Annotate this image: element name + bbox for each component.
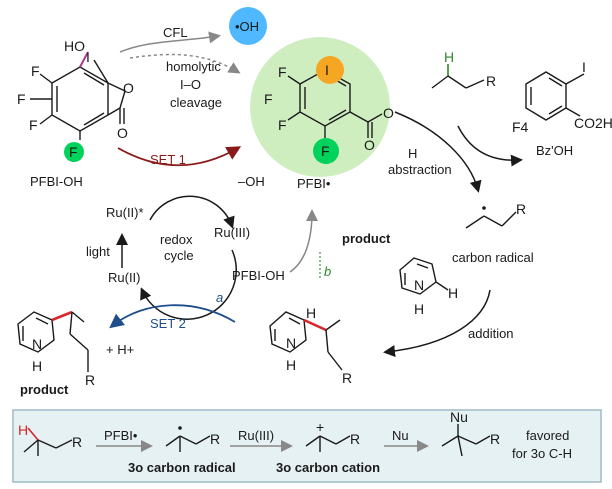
nu-product — [441, 424, 491, 457]
hydrogen-label: H — [414, 301, 424, 317]
r-group-label: R — [516, 201, 526, 217]
redox-arc-top — [149, 195, 235, 229]
ortho-fluorine-highlight — [64, 142, 84, 162]
hydroxyl-radical-label: •OH — [235, 19, 259, 34]
cfl-label: CFL — [163, 25, 188, 40]
cation-plus: + — [316, 419, 324, 435]
pfbi-oh-molecule — [30, 51, 126, 162]
iodine-highlight — [316, 56, 344, 84]
tertiary-cation — [305, 435, 351, 452]
bzoh-label: Bz'OH — [536, 143, 573, 158]
hydrogen-label: H — [32, 358, 42, 374]
cycle-label: cycle — [164, 248, 194, 263]
oxygen-label: O — [123, 80, 134, 96]
hydrogen-label: H — [286, 357, 296, 373]
cation-3-label: 3o carbon cation — [276, 460, 380, 475]
fluorine-label: F — [31, 63, 40, 79]
nitrogen-label: N — [286, 335, 296, 351]
carbon-radical-molecule — [465, 206, 517, 229]
pyridinium-molecule — [399, 257, 449, 295]
r-group-label: R — [486, 73, 496, 89]
addition-arrow — [383, 289, 491, 357]
cfl-arrow — [119, 31, 221, 53]
tertiary-radical — [165, 426, 211, 452]
bzoh-molecule — [525, 71, 585, 121]
co2h-label: CO2H — [574, 115, 612, 131]
f4-label: F4 — [512, 119, 529, 135]
set2-arrow — [109, 304, 236, 329]
light-label: light — [86, 244, 110, 259]
tertiary-alkane — [23, 427, 73, 456]
oxygen-label: O — [364, 137, 375, 153]
hydrogen-label: H — [448, 285, 458, 301]
io-label: I–O — [180, 77, 201, 92]
r-group-label: R — [490, 431, 500, 447]
ortho-fluorine-highlight-2 — [313, 138, 339, 164]
iodine-label: I — [86, 49, 90, 65]
hydrogen-label: H — [18, 422, 28, 438]
set1-label: SET 1 — [150, 152, 186, 167]
pathway-b-arrow — [289, 209, 318, 273]
fluorine-label: F — [17, 91, 26, 107]
nu-box-label: Nu — [392, 428, 409, 443]
label-a: a — [216, 290, 223, 305]
nitrogen-label: N — [32, 336, 42, 352]
hydroxide-label: –OH — [238, 174, 265, 189]
fluorine-label: F — [29, 117, 38, 133]
redox-label: redox — [160, 232, 193, 247]
r-group-label: R — [342, 370, 352, 386]
fluorine-label: F — [278, 64, 287, 80]
homolytic-label: homolytic — [166, 59, 221, 74]
r-group-label: R — [210, 431, 220, 447]
pfbi-box-label: PFBI• — [104, 428, 138, 443]
radical-3-label: 3o carbon radical — [128, 460, 236, 475]
product-b-label: product — [342, 231, 391, 246]
set2-label: SET 2 — [150, 316, 186, 331]
iodine-label: I — [582, 59, 586, 75]
cleavage-label: cleavage — [170, 95, 222, 110]
favored-label-1: favored — [526, 428, 569, 443]
carbon-radical-label: carbon radical — [452, 250, 534, 265]
homolysis-arrow — [129, 53, 241, 74]
ru-ii-label: Ru(II) — [108, 270, 141, 285]
plus-h-label: + H+ — [106, 342, 134, 357]
pfbi-oh-b-label: PFBI-OH — [232, 268, 285, 283]
oxygen-label: O — [383, 105, 394, 121]
fluorine-label: F — [69, 144, 78, 160]
fluorine-label: F — [278, 117, 287, 133]
set1-arrow — [117, 146, 242, 167]
label-b: b — [324, 264, 331, 279]
hydrogen-label: H — [306, 305, 316, 321]
ho-label: HO — [64, 38, 85, 54]
favored-label-2: for 3o C-H — [512, 446, 572, 461]
product-molecule — [17, 310, 89, 372]
r-group-label: R — [72, 434, 82, 450]
addition-label: addition — [468, 326, 514, 341]
ru-ii-star-label: Ru(II)* — [106, 205, 144, 220]
bzoh-release-arrow — [457, 125, 523, 167]
pfbi-radical-label: PFBI• — [297, 176, 331, 191]
h-abstraction-arrow — [394, 111, 482, 193]
fluorine-label: F — [264, 91, 273, 107]
iodine-label: I — [325, 62, 329, 78]
r-group-label: R — [350, 431, 360, 447]
ru-iii-box-label: Ru(III) — [238, 428, 274, 443]
fluorine-label: F — [321, 143, 330, 159]
pfbi-oh-label: PFBI-OH — [30, 174, 83, 189]
nu-label: Nu — [450, 409, 468, 425]
product-label: product — [20, 382, 69, 397]
hydrogen-label: H — [444, 49, 454, 65]
h-abstraction-label-1: H — [408, 146, 417, 161]
nitrogen-label: N — [414, 277, 424, 293]
r-group-label: R — [85, 372, 95, 388]
alkane-substrate — [431, 64, 485, 89]
oxygen-label: O — [117, 125, 128, 141]
h-abstraction-label-2: abstraction — [388, 162, 452, 177]
ru-iii-label: Ru(III) — [214, 225, 250, 240]
hydroxyl-radical-circle — [229, 7, 267, 45]
pfbi-radical-highlight — [250, 37, 390, 177]
pyridinium-radical-intermediate — [269, 311, 343, 371]
